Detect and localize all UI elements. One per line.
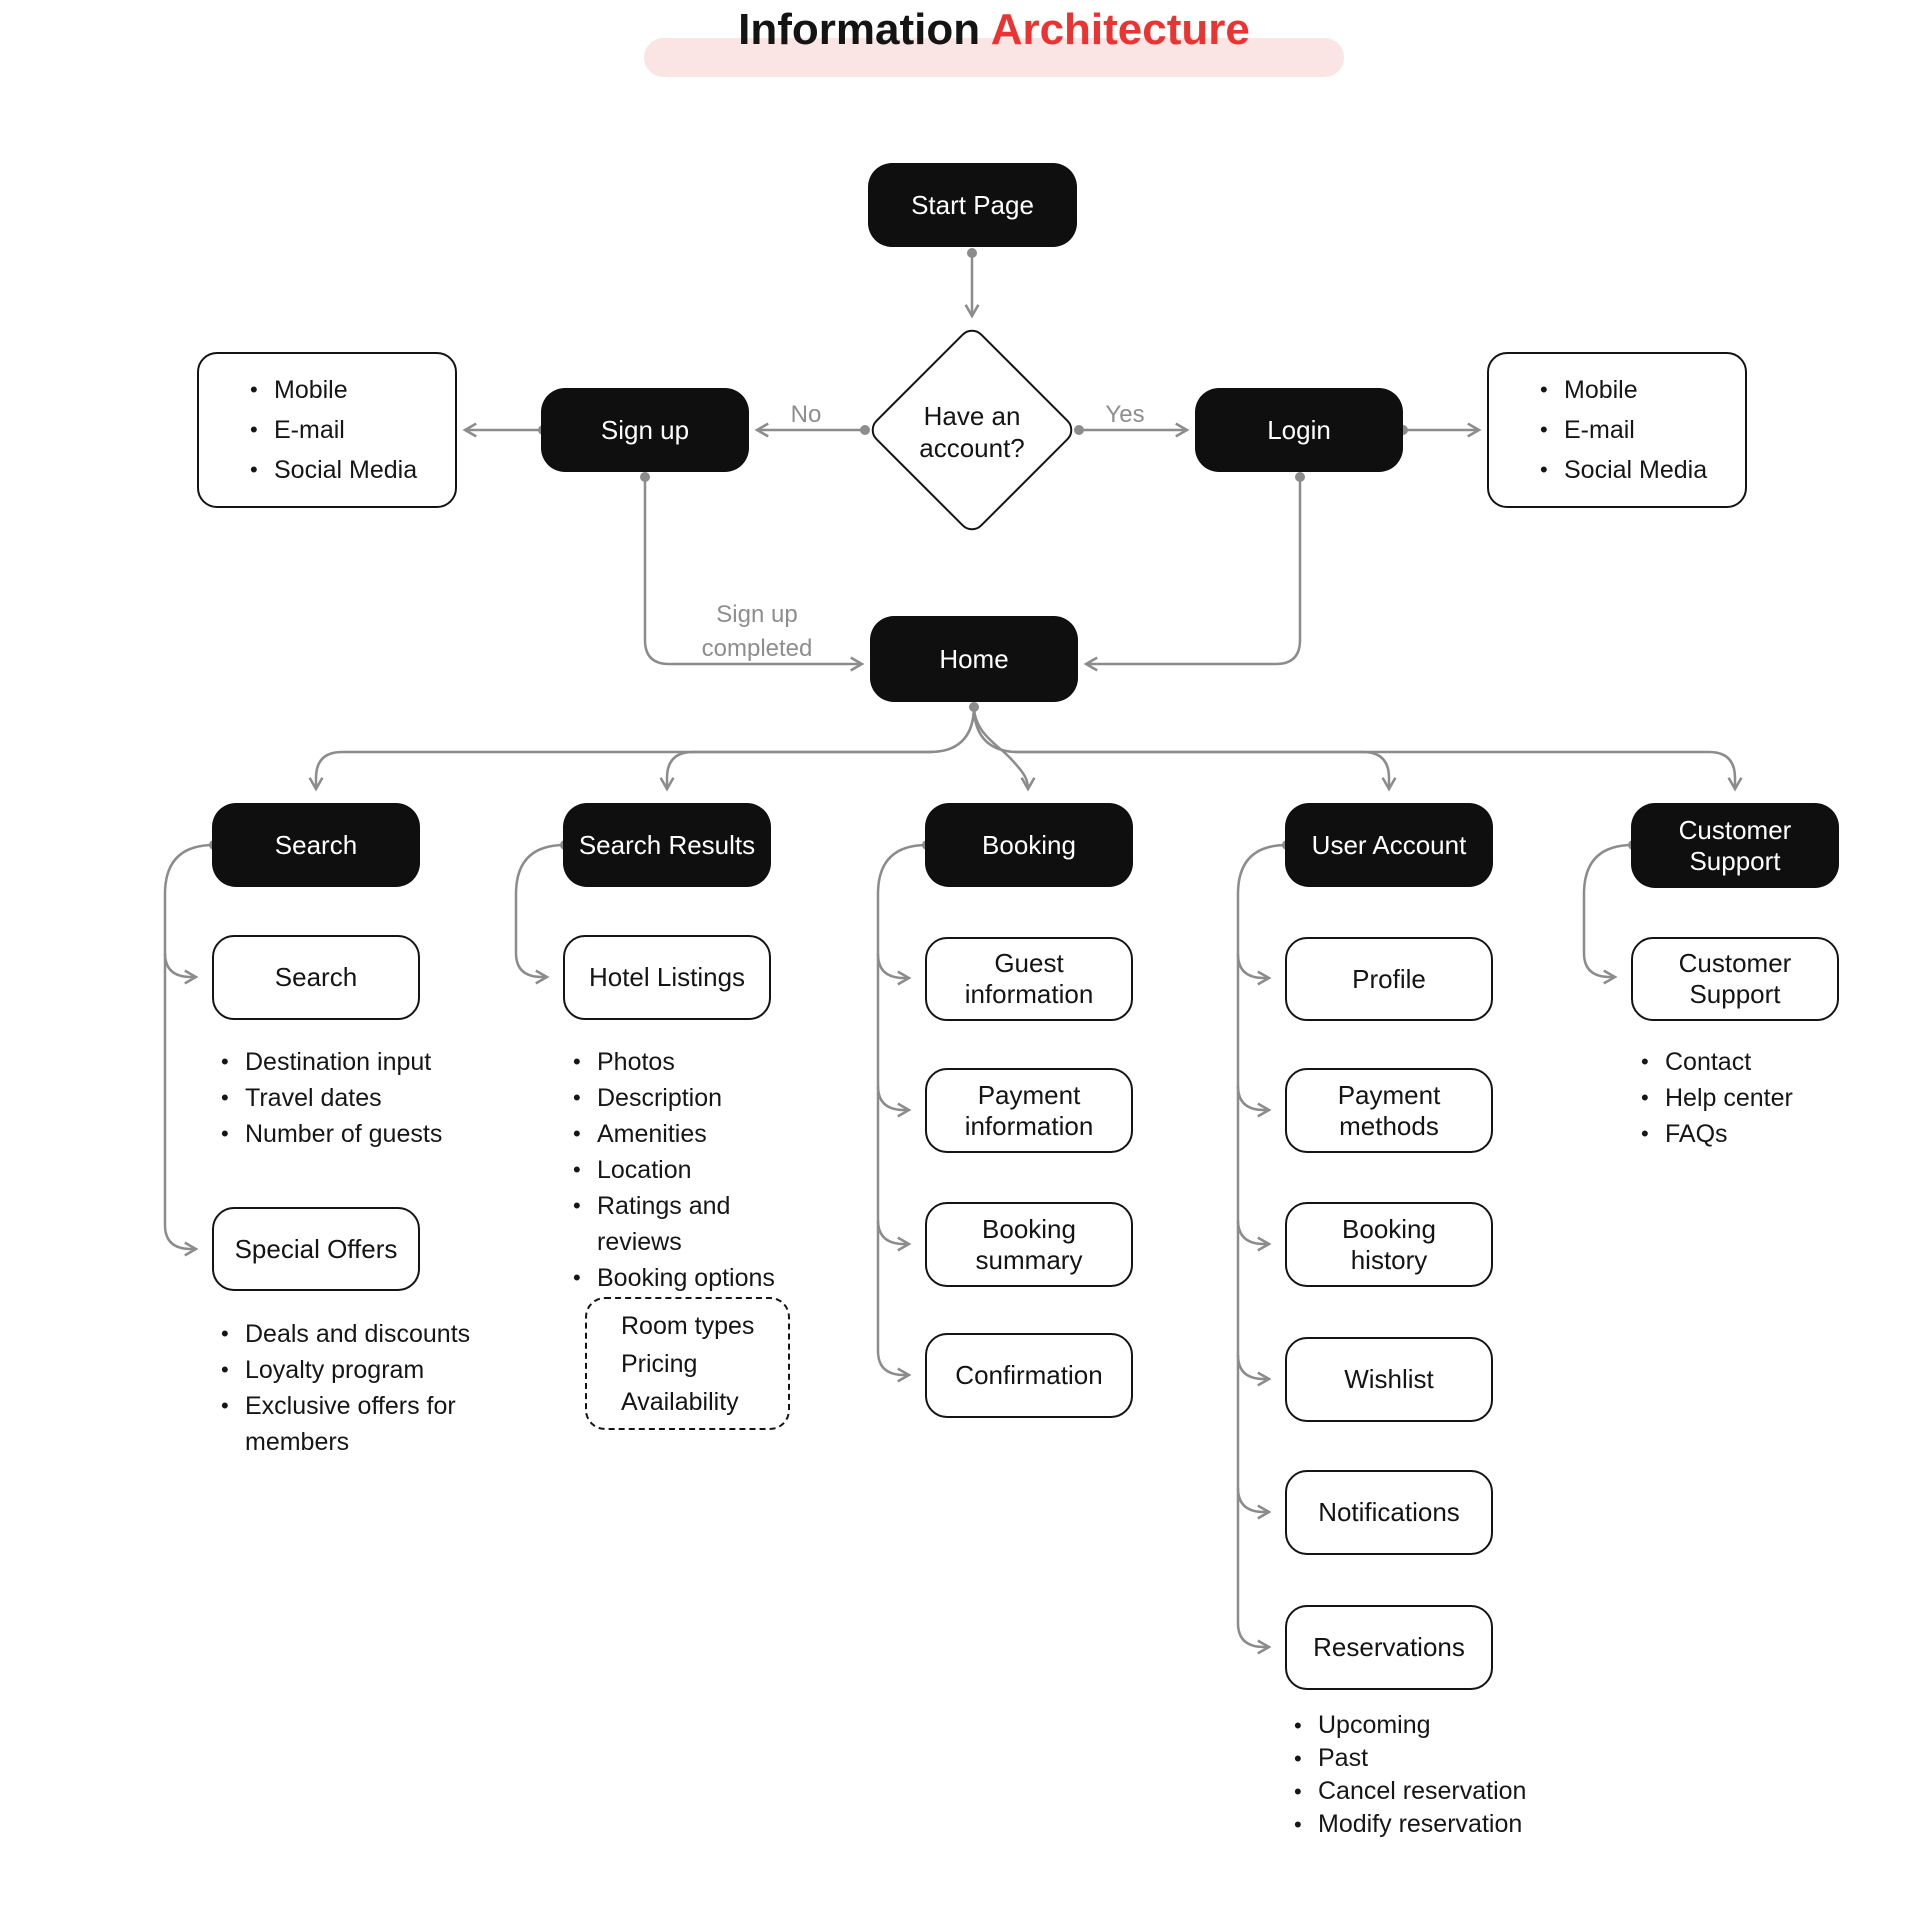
node-customer-support: Customer Support: [1631, 803, 1839, 888]
node-booking: Booking: [925, 803, 1133, 887]
hotel-listings-list: Photos Description Amenities Location Ra…: [570, 1044, 815, 1296]
box-payment-information: Payment information: [925, 1068, 1133, 1153]
dashed-room-details-box: Room types Pricing Availability: [585, 1297, 790, 1430]
box-hotel-listings: Hotel Listings: [563, 935, 771, 1020]
list-item: Modify reservation: [1291, 1808, 1561, 1841]
list-item: Contact: [1638, 1044, 1868, 1080]
customer-support-list: Contact Help center FAQs: [1638, 1044, 1868, 1152]
decision-have-account: Have an account?: [919, 401, 1025, 463]
title-black: Information: [738, 5, 981, 54]
box-special-offers: Special Offers: [212, 1207, 420, 1291]
list-item: Amenities: [570, 1116, 815, 1152]
title-red: Architecture: [990, 5, 1250, 54]
box-booking-history: Booking history: [1285, 1202, 1493, 1287]
box-customer-support: Customer Support: [1631, 937, 1839, 1021]
page-title: Information Architecture: [614, 4, 1374, 80]
node-login: Login: [1195, 388, 1403, 472]
list-item: Mobile: [1537, 370, 1707, 410]
list-item: Destination input: [218, 1044, 468, 1080]
signup-methods-list: Mobile E-mail Social Media: [247, 370, 417, 490]
list-item: Cancel reservation: [1291, 1775, 1561, 1808]
box-profile: Profile: [1285, 937, 1493, 1021]
list-item: Help center: [1638, 1080, 1868, 1116]
box-reservations: Reservations: [1285, 1605, 1493, 1690]
box-search: Search: [212, 935, 420, 1020]
label-signup-completed: Sign up completed: [701, 601, 813, 662]
list-item: Photos: [570, 1044, 815, 1080]
special-offers-list: Deals and discounts Loyalty program Excl…: [218, 1316, 488, 1460]
label-yes: Yes: [1105, 401, 1145, 428]
node-search: Search: [212, 803, 420, 887]
box-confirmation: Confirmation: [925, 1333, 1133, 1418]
title-highlight: [644, 38, 1344, 77]
list-item: E-mail: [1537, 410, 1707, 450]
list-item: Past: [1291, 1742, 1561, 1775]
box-wishlist: Wishlist: [1285, 1337, 1493, 1422]
list-item: Loyalty program: [218, 1352, 488, 1388]
node-user-account: User Account: [1285, 803, 1493, 887]
list-item: E-mail: [247, 410, 417, 450]
reservations-list: Upcoming Past Cancel reservation Modify …: [1291, 1709, 1561, 1841]
list-item: Ratings and reviews: [570, 1188, 815, 1260]
list-item: Mobile: [247, 370, 417, 410]
list-item: FAQs: [1638, 1116, 1868, 1152]
list-item: Exclusive offers for members: [218, 1388, 488, 1460]
list-item: Booking options: [570, 1260, 815, 1296]
list-item: Description: [570, 1080, 815, 1116]
box-payment-methods: Payment methods: [1285, 1068, 1493, 1153]
list-item: Location: [570, 1152, 815, 1188]
search-criteria-list: Destination input Travel dates Number of…: [218, 1044, 468, 1152]
list-item: Upcoming: [1291, 1709, 1561, 1742]
signup-methods-box: Mobile E-mail Social Media: [197, 352, 457, 508]
node-home: Home: [870, 616, 1078, 702]
list-item: Number of guests: [218, 1116, 468, 1152]
node-search-results: Search Results: [563, 803, 771, 887]
login-methods-box: Mobile E-mail Social Media: [1487, 352, 1747, 508]
box-guest-information: Guest information: [925, 937, 1133, 1021]
box-booking-summary: Booking summary: [925, 1202, 1133, 1287]
login-methods-list: Mobile E-mail Social Media: [1537, 370, 1707, 490]
list-item: Travel dates: [218, 1080, 468, 1116]
list-item: Social Media: [247, 450, 417, 490]
node-start-page: Start Page: [868, 163, 1077, 247]
list-item: Social Media: [1537, 450, 1707, 490]
box-notifications: Notifications: [1285, 1470, 1493, 1555]
label-no: No: [790, 401, 822, 428]
node-sign-up: Sign up: [541, 388, 749, 472]
list-item: Deals and discounts: [218, 1316, 488, 1352]
